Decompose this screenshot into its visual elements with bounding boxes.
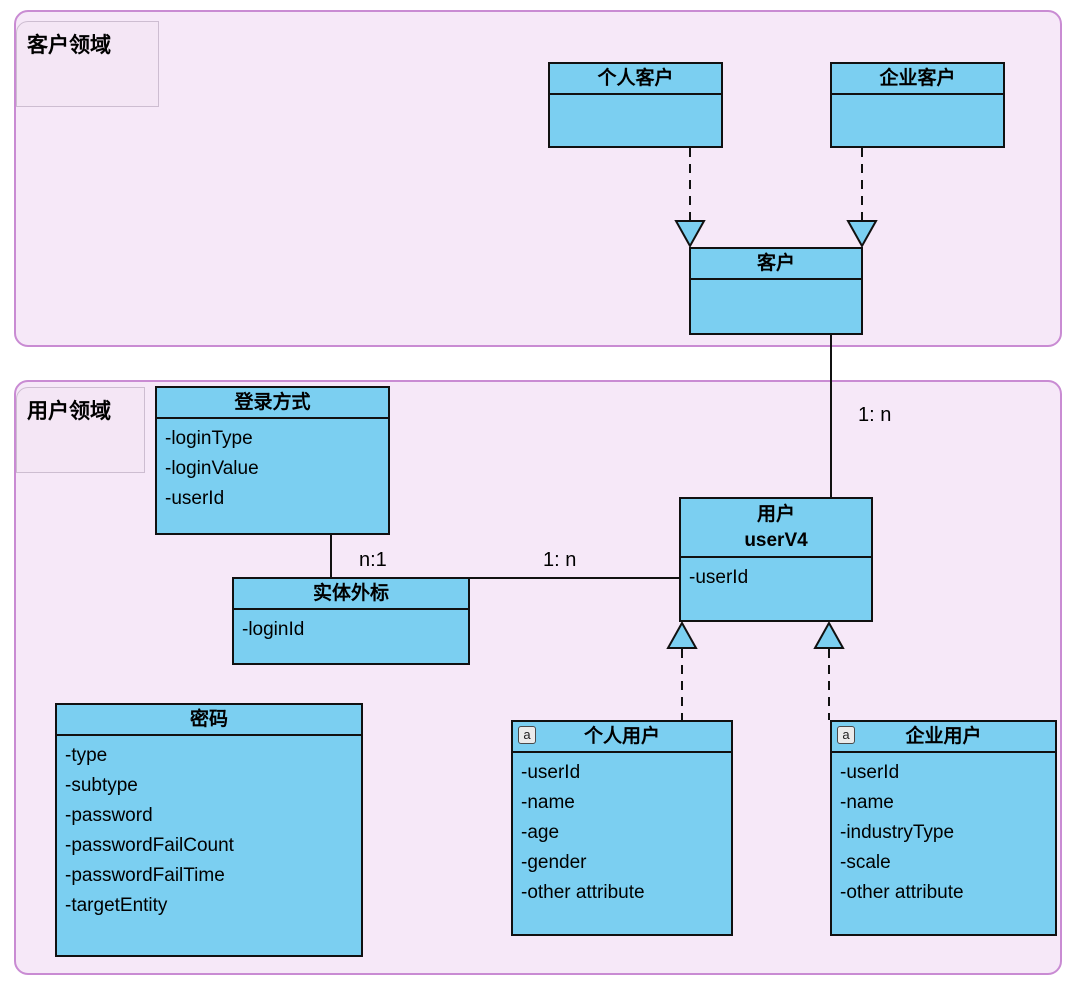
domain-customer-label-text: 客户领域 xyxy=(27,34,111,57)
multiplicity-label-entity-user: 1: n xyxy=(543,549,577,571)
class-user: 用户 userV4 -userId xyxy=(679,497,873,622)
a-marker-icon: a xyxy=(518,726,536,744)
class-attributes: -type -subtype -password -passwordFailCo… xyxy=(57,736,361,921)
class-attribute: -subtype xyxy=(65,775,138,796)
class-attribute: -industryType xyxy=(840,822,955,843)
class-empty-compartment xyxy=(550,95,721,146)
class-attribute: -passwordFailTime xyxy=(65,865,225,886)
class-title: 个人客户 xyxy=(550,64,721,95)
class-attribute: -userId xyxy=(165,488,225,509)
class-attribute: -userId xyxy=(521,762,581,783)
class-entity-external: 实体外标 -loginId xyxy=(232,577,470,665)
a-marker-icon: a xyxy=(837,726,855,744)
class-title: a 个人用户 xyxy=(513,722,731,753)
class-attribute: -gender xyxy=(521,852,587,873)
multiplicity-label-customer-user: 1: n xyxy=(858,404,892,426)
domain-customer-area xyxy=(14,10,1062,347)
class-attribute: -password xyxy=(65,805,153,826)
class-attribute: -loginId xyxy=(242,619,305,640)
class-password: 密码 -type -subtype -password -passwordFai… xyxy=(55,703,363,957)
class-attribute: -loginValue xyxy=(165,458,259,479)
class-attribute: -name xyxy=(840,792,894,813)
class-attribute: -targetEntity xyxy=(65,895,168,916)
class-enterprise-user: a 企业用户 -userId -name -industryType -scal… xyxy=(830,720,1057,936)
domain-customer-label: 客户领域 xyxy=(16,21,159,107)
domain-user-label: 用户领域 xyxy=(16,387,145,473)
class-attributes: -loginId xyxy=(234,610,468,645)
class-title-text: 个人用户 xyxy=(583,726,660,747)
class-attribute: -other attribute xyxy=(521,882,645,903)
class-enterprise-customer: 企业客户 xyxy=(830,62,1005,148)
class-title: 登录方式 xyxy=(157,388,388,419)
class-attribute: -other attribute xyxy=(840,882,964,903)
domain-user-label-text: 用户领域 xyxy=(27,400,111,423)
class-title: 实体外标 xyxy=(234,579,468,610)
class-attribute: -age xyxy=(521,822,560,843)
class-attribute: -type xyxy=(65,745,108,766)
class-title-text: 企业用户 xyxy=(905,726,982,747)
class-title: 客户 xyxy=(691,249,861,280)
class-title: 用户 userV4 xyxy=(681,499,871,558)
class-attributes: -loginType -loginValue -userId xyxy=(157,419,388,514)
class-attributes: -userId -name -age -gender -other attrib… xyxy=(513,753,731,908)
class-attributes: -userId -name -industryType -scale -othe… xyxy=(832,753,1055,908)
class-empty-compartment xyxy=(691,280,861,333)
class-attribute: -loginType xyxy=(165,428,253,449)
class-attribute: -scale xyxy=(840,852,891,873)
class-title: 密码 xyxy=(57,705,361,736)
class-subtitle-text: userV4 xyxy=(744,530,808,551)
class-login-method: 登录方式 -loginType -loginValue -userId xyxy=(155,386,390,535)
class-attribute: -userId xyxy=(840,762,900,783)
class-empty-compartment xyxy=(832,95,1003,146)
class-attribute: -passwordFailCount xyxy=(65,835,234,856)
class-attributes: -userId xyxy=(681,558,871,593)
class-title: 企业客户 xyxy=(832,64,1003,95)
class-title: a 企业用户 xyxy=(832,722,1055,753)
class-title-text: 用户 xyxy=(756,504,795,525)
class-attribute: -name xyxy=(521,792,575,813)
class-personal-user: a 个人用户 -userId -name -age -gender -other… xyxy=(511,720,733,936)
class-personal-customer: 个人客户 xyxy=(548,62,723,148)
multiplicity-label-login-entity: n:1 xyxy=(359,549,387,571)
class-attribute: -userId xyxy=(689,567,749,588)
class-customer: 客户 xyxy=(689,247,863,335)
